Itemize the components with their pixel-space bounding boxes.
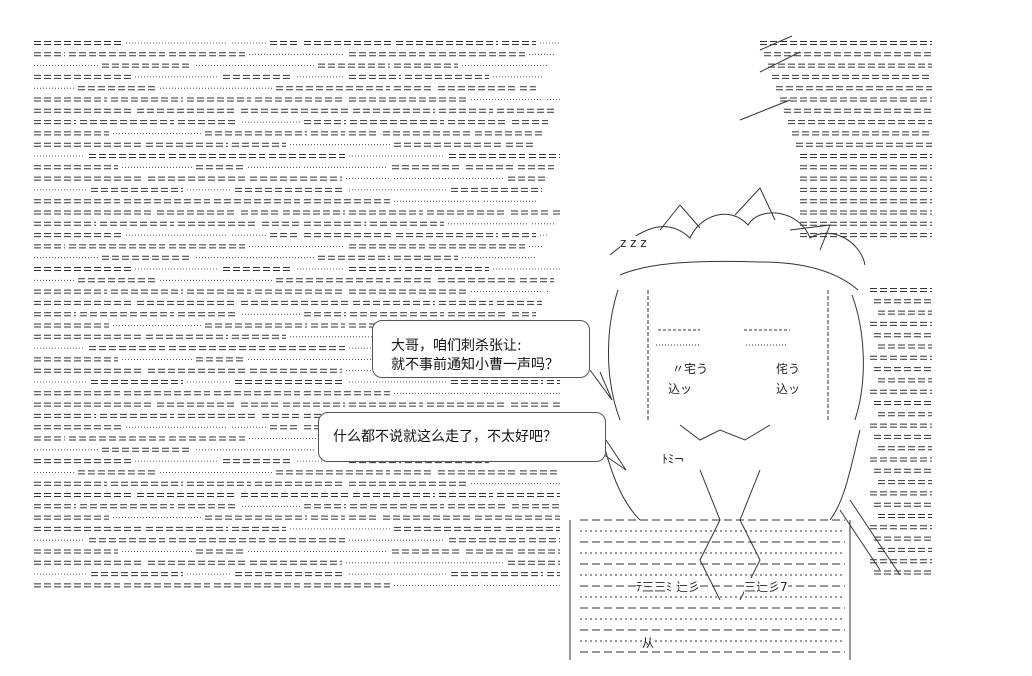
hair-outline — [609, 212, 866, 266]
bubble-pointer — [599, 439, 627, 471]
speech-bubble-upper: 大哥，咱们刺杀张让: 就不事前通知小曹一声吗？ — [372, 320, 590, 378]
diagonal-stroke — [759, 35, 793, 51]
diagonal-stroke — [759, 51, 801, 73]
face-text-right-eye: 侘う — [776, 360, 801, 377]
body-text-hem: 从 — [642, 634, 655, 651]
diagonal-stroke — [739, 99, 791, 121]
hair-tuft — [734, 187, 776, 221]
face-text-left-cheek: 込ッ — [668, 380, 693, 397]
dialogue-line: 大哥，咱们刺杀张让: — [391, 338, 522, 354]
collar — [679, 424, 771, 441]
dialogue-line: 就不事前通知小曹一声吗？ — [391, 357, 559, 373]
body-text-left: ﾃ三三ﾐ 辷彡 — [636, 578, 700, 595]
sleep-sfx: z z z — [620, 236, 647, 250]
head-left — [608, 289, 621, 421]
sleeve-line — [849, 499, 901, 576]
head-right — [851, 294, 864, 421]
face-text-left-eye: 〃宅う — [672, 360, 709, 377]
robe-fold — [699, 469, 721, 601]
dialogue-line: 什么都不说就这么走了，不太好吧？ — [333, 429, 557, 445]
body-text-right: 三辷彡7 — [744, 578, 788, 595]
face-text-right-cheek: 込ッ — [776, 380, 801, 397]
hair-line — [619, 260, 859, 291]
sleeve-line — [839, 509, 881, 571]
bubble-pointer — [589, 369, 613, 401]
hair-tuft — [659, 204, 701, 231]
hair-tuft — [789, 224, 831, 251]
speech-bubble-lower: 什么都不说就这么走了，不太好吧？ — [318, 412, 606, 462]
shoulder-right — [829, 429, 861, 521]
face-text-mouth: ﾄﾐ¬ — [662, 450, 685, 467]
